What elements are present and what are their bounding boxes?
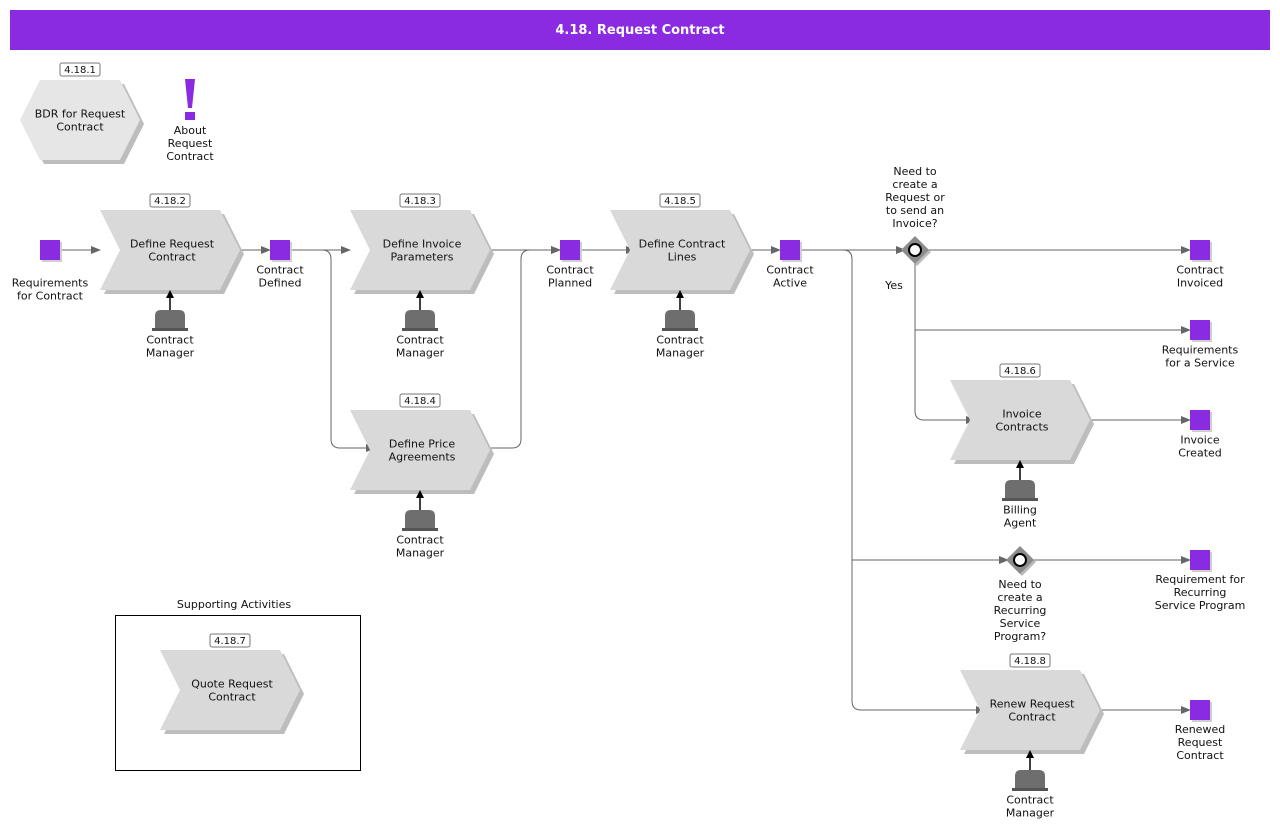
process-id: 4.18.3 <box>404 196 436 207</box>
event-marker <box>1190 320 1210 340</box>
process-id-tag <box>399 393 441 408</box>
person-role-icon <box>405 510 435 528</box>
person-role-icon <box>405 310 435 328</box>
event-marker <box>1190 700 1210 720</box>
process-id-tag <box>149 193 191 208</box>
flow-connector <box>914 330 976 424</box>
bdr-id-tag <box>59 62 101 77</box>
supporting-activities: Supporting Activities <box>115 598 361 771</box>
process-id: 4.18.7 <box>214 636 246 647</box>
process-id-tag <box>399 193 441 208</box>
page-title: 4.18. Request Contract <box>10 10 1270 50</box>
process-id-tag <box>999 363 1041 378</box>
flow-connector <box>800 249 986 714</box>
event-marker <box>560 240 580 260</box>
event-marker <box>270 240 290 260</box>
supporting-activities-title: Supporting Activities <box>177 598 291 611</box>
gateway-circle-icon <box>1013 553 1027 567</box>
event-marker <box>1190 240 1210 260</box>
supporting-activities-frame <box>115 615 361 771</box>
process-id-tag <box>1009 653 1051 668</box>
process-id-tag <box>659 193 701 208</box>
branch-label: Yes <box>884 279 903 292</box>
event-marker <box>780 240 800 260</box>
flow-connector <box>490 246 561 449</box>
person-role-icon <box>1005 480 1035 498</box>
person-role-icon <box>665 310 695 328</box>
event-marker <box>1190 410 1210 430</box>
process-id: 4.18.2 <box>154 196 186 207</box>
gateway-circle-icon <box>908 243 922 257</box>
event-marker <box>40 240 60 260</box>
person-role-icon <box>155 310 185 328</box>
flow-connector <box>914 260 1191 334</box>
process-id: 4.18.5 <box>664 196 696 207</box>
flow-connector <box>290 249 376 452</box>
process-id: 4.18.4 <box>404 396 436 407</box>
process-id: 4.18.8 <box>1014 656 1046 667</box>
event-marker <box>1190 550 1210 570</box>
process-id: 4.18.6 <box>1004 366 1036 377</box>
process-id-tag <box>209 633 251 648</box>
person-role-icon <box>1015 770 1045 788</box>
bdr-id: 4.18.1 <box>64 65 96 76</box>
exclamation-icon <box>185 79 195 108</box>
bdr-hexagon <box>20 80 140 160</box>
